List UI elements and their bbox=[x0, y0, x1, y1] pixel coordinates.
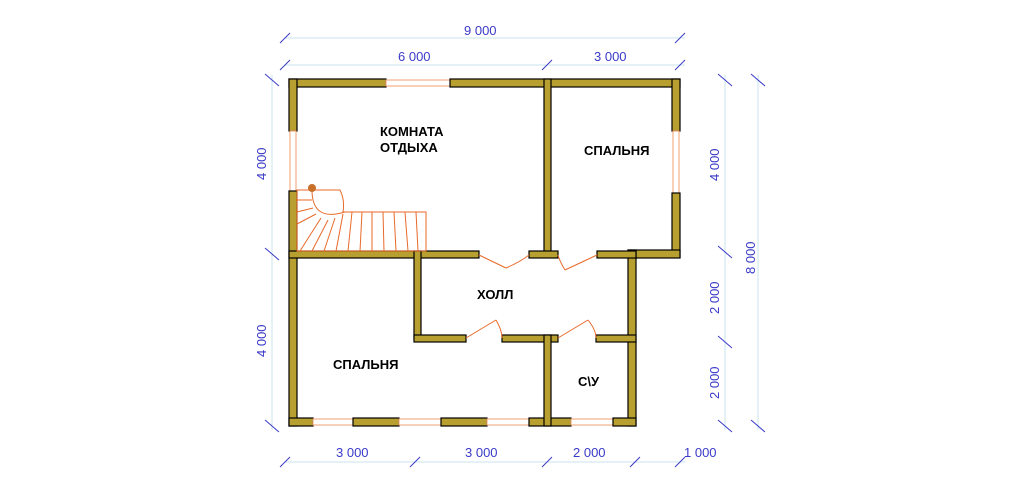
stair-inner-curve bbox=[311, 189, 346, 215]
label-bedroom-right: СПАЛЬНЯ bbox=[584, 143, 649, 158]
door-bathroom bbox=[557, 319, 589, 339]
tick bbox=[264, 247, 280, 261]
dim-left-upper: 4 000 bbox=[254, 147, 269, 180]
wall-right-mid bbox=[671, 192, 681, 258]
tick bbox=[750, 419, 766, 433]
wall-left-upper bbox=[288, 78, 298, 132]
wall-hall-left bbox=[413, 250, 422, 340]
tick bbox=[264, 73, 280, 87]
stair-step bbox=[347, 211, 353, 252]
stair-step bbox=[311, 219, 329, 252]
wall-bottom-3 bbox=[440, 417, 488, 427]
tick bbox=[674, 32, 686, 44]
wall-hall-bottom-right bbox=[595, 334, 637, 343]
tick bbox=[264, 419, 280, 433]
dim-bottom-3: 2 000 bbox=[573, 445, 606, 460]
dim-bottom-2: 3 000 bbox=[465, 445, 498, 460]
window-left bbox=[289, 130, 297, 192]
door-bathroom-arc bbox=[587, 319, 597, 339]
wall-bathroom-left bbox=[543, 334, 552, 427]
tick bbox=[717, 245, 733, 259]
wall-right-top bbox=[671, 78, 681, 132]
stair-step bbox=[323, 217, 336, 252]
tick bbox=[279, 456, 291, 468]
dim-top-right: 3 000 bbox=[594, 49, 627, 64]
door-rest-room bbox=[478, 254, 507, 269]
stair-step bbox=[359, 211, 363, 252]
wall-top-right bbox=[449, 78, 681, 88]
staircase bbox=[296, 184, 427, 252]
dim-left-lower: 4 000 bbox=[254, 324, 269, 357]
stair-step bbox=[335, 213, 344, 252]
dim-bottom-4: 1 000 bbox=[684, 445, 717, 460]
window-bottom-1 bbox=[312, 418, 354, 426]
stair-step bbox=[382, 211, 385, 252]
tick bbox=[674, 59, 686, 71]
stair-step bbox=[296, 213, 317, 225]
tick bbox=[541, 456, 553, 468]
label-rest-room-line2: ОТДЫХА bbox=[380, 140, 438, 155]
walls bbox=[288, 78, 681, 427]
window-bottom-4 bbox=[570, 418, 614, 426]
wall-int-vertical-upper bbox=[543, 78, 552, 258]
wall-int-horizontal-right bbox=[596, 250, 637, 259]
window-top bbox=[385, 79, 451, 87]
door-bedroom-left bbox=[465, 319, 497, 339]
wall-hall-bottom-left bbox=[413, 334, 467, 343]
tick bbox=[541, 59, 553, 71]
stair-outline bbox=[296, 189, 427, 252]
window-bottom-2 bbox=[398, 418, 442, 426]
dimension-lines bbox=[264, 32, 766, 468]
label-bedroom-left: СПАЛЬНЯ bbox=[333, 357, 398, 372]
doors bbox=[465, 254, 598, 339]
wall-bottom-2 bbox=[352, 417, 400, 427]
stair-step bbox=[299, 217, 322, 252]
dim-top-left: 6 000 bbox=[398, 49, 431, 64]
door-rest-room-arc bbox=[505, 254, 530, 269]
door-bedroom-left-arc bbox=[495, 319, 503, 339]
dim-bottom-1: 3 000 bbox=[336, 445, 369, 460]
tick bbox=[409, 456, 421, 468]
tick bbox=[717, 419, 733, 433]
dim-top-total: 9 000 bbox=[464, 23, 497, 38]
dimension-labels: 9 000 6 000 3 000 4 000 4 000 4 000 2 00… bbox=[254, 23, 758, 460]
tick bbox=[717, 73, 733, 87]
dim-right-lower: 2 000 bbox=[707, 366, 722, 399]
tick bbox=[629, 456, 641, 468]
door-bedroom-right-arc bbox=[557, 254, 566, 271]
tick bbox=[279, 59, 291, 71]
wall-bottom-1 bbox=[288, 417, 314, 427]
dim-right-upper: 4 000 bbox=[707, 148, 722, 181]
stair-step bbox=[404, 211, 409, 252]
wall-top-left bbox=[288, 78, 387, 88]
stair-step bbox=[393, 211, 397, 252]
dim-right-middle: 2 000 bbox=[707, 281, 722, 314]
tick bbox=[279, 32, 291, 44]
label-bathroom: С\У bbox=[578, 374, 600, 389]
stair-step bbox=[296, 207, 314, 213]
dim-right-total: 8 000 bbox=[743, 241, 758, 274]
window-bottom-3 bbox=[486, 418, 530, 426]
door-bedroom-right bbox=[564, 254, 598, 271]
wall-left-lower bbox=[288, 190, 298, 427]
wall-bottom-5 bbox=[612, 417, 637, 427]
wall-int-horizontal-mid bbox=[528, 250, 559, 259]
tick bbox=[717, 335, 733, 349]
window-right bbox=[672, 130, 680, 194]
label-rest-room-line1: КОМНАТА bbox=[380, 124, 444, 139]
stair-step bbox=[415, 211, 419, 252]
tick bbox=[674, 456, 686, 468]
wall-int-horizontal-left bbox=[288, 250, 480, 259]
stair-post bbox=[308, 184, 316, 192]
wall-hall-bottom-mid bbox=[501, 334, 559, 343]
label-hall: ХОЛЛ bbox=[477, 287, 513, 302]
tick bbox=[750, 73, 766, 87]
room-labels: КОМНАТА ОТДЫХА СПАЛЬНЯ ХОЛЛ СПАЛЬНЯ С\У bbox=[333, 124, 649, 389]
